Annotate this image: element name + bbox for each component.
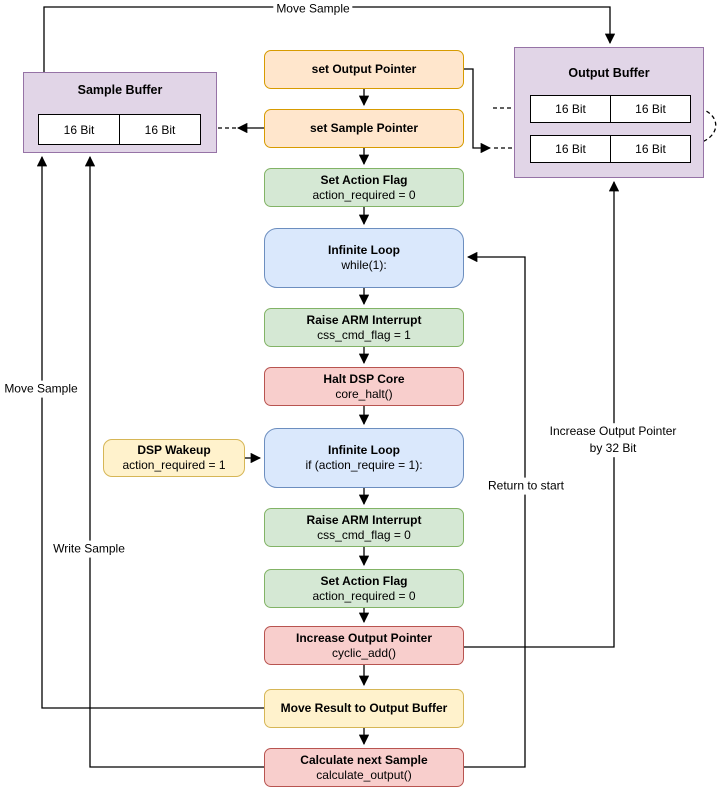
node-subtitle: action_required = 0 — [312, 187, 416, 202]
edge-move-sample-left — [36, 155, 264, 709]
output-buffer-cell: 16 Bit — [611, 96, 690, 122]
node-raise-arm-interrupt-1: Raise ARM Interrupt css_cmd_flag = 1 — [264, 308, 464, 347]
edge-return-to-start — [464, 251, 526, 768]
sample-buffer-cell: 16 Bit — [120, 115, 200, 144]
node-title: Infinite Loop — [328, 443, 400, 457]
node-calculate-next-sample: Calculate next Sample calculate_output() — [264, 748, 464, 787]
node-subtitle: if (action_require = 1): — [305, 458, 423, 472]
node-set-sample-pointer: set Sample Pointer — [264, 109, 464, 148]
node-title: Move Result to Output Buffer — [280, 701, 448, 715]
node-dsp-wakeup: DSP Wakeup action_required = 1 — [103, 439, 245, 477]
node-subtitle: css_cmd_flag = 0 — [317, 527, 411, 542]
node-subtitle: calculate_output() — [316, 767, 412, 782]
label-increase-pointer-line1: Increase Output Pointer — [549, 424, 677, 439]
node-title: Set Action Flag — [320, 172, 408, 187]
node-set-action-flag-1: Set Action Flag action_required = 0 — [264, 168, 464, 207]
output-buffer-cell: 16 Bit — [611, 136, 690, 162]
node-subtitle: cyclic_add() — [331, 645, 397, 660]
edge-write-sample — [84, 155, 264, 768]
label-write-sample: Write Sample — [50, 540, 128, 558]
edge-increase-pointer — [464, 180, 620, 648]
label-move-sample-top: Move Sample — [273, 0, 353, 18]
node-title: Raise ARM Interrupt — [306, 512, 422, 527]
node-subtitle: core_halt() — [335, 386, 393, 401]
sample-buffer: Sample Buffer 16 Bit 16 Bit — [23, 72, 217, 153]
output-buffer: Output Buffer 16 Bit 16 Bit 16 Bit 16 Bi… — [514, 47, 704, 178]
output-buffer-cell: 16 Bit — [531, 96, 611, 122]
node-title: set Output Pointer — [311, 62, 417, 76]
edge-output-pointer-solid — [464, 68, 492, 154]
output-buffer-title: Output Buffer — [568, 66, 650, 80]
sample-buffer-title: Sample Buffer — [77, 83, 163, 97]
label-move-sample-left: Move Sample — [1, 380, 81, 398]
node-title: Raise ARM Interrupt — [306, 312, 422, 327]
node-title: Halt DSP Core — [323, 371, 405, 386]
node-set-action-flag-2: Set Action Flag action_required = 0 — [264, 569, 464, 608]
node-title: Calculate next Sample — [300, 752, 428, 767]
sample-buffer-cell: 16 Bit — [39, 115, 120, 144]
node-title: Increase Output Pointer — [295, 630, 433, 645]
node-infinite-loop-if: Infinite Loop if (action_require = 1): — [264, 428, 464, 488]
node-title: set Sample Pointer — [309, 121, 419, 135]
node-title: Set Action Flag — [320, 573, 408, 588]
node-increase-output-pointer: Increase Output Pointer cyclic_add() — [264, 626, 464, 665]
node-halt-dsp-core: Halt DSP Core core_halt() — [264, 367, 464, 406]
label-increase-pointer-line2: by 32 Bit — [589, 441, 637, 455]
node-move-result: Move Result to Output Buffer — [264, 689, 464, 728]
node-subtitle: action_required = 0 — [312, 588, 416, 603]
label-return-to-start: Return to start — [484, 477, 568, 495]
output-buffer-row: 16 Bit 16 Bit — [530, 95, 691, 123]
label-increase-pointer: Increase Output Pointer by 32 Bit — [546, 423, 680, 457]
node-subtitle: action_required = 1 — [122, 458, 226, 472]
output-buffer-cell: 16 Bit — [531, 136, 611, 162]
output-buffer-row: 16 Bit 16 Bit — [530, 135, 691, 163]
node-subtitle: css_cmd_flag = 1 — [317, 327, 411, 342]
node-infinite-loop-while: Infinite Loop while(1): — [264, 228, 464, 288]
node-title: Infinite Loop — [328, 243, 400, 257]
node-raise-arm-interrupt-0: Raise ARM Interrupt css_cmd_flag = 0 — [264, 508, 464, 547]
sample-buffer-row: 16 Bit 16 Bit — [38, 114, 201, 145]
node-subtitle: while(1): — [341, 258, 387, 272]
node-set-output-pointer: set Output Pointer — [264, 50, 464, 89]
node-title: DSP Wakeup — [137, 443, 211, 457]
